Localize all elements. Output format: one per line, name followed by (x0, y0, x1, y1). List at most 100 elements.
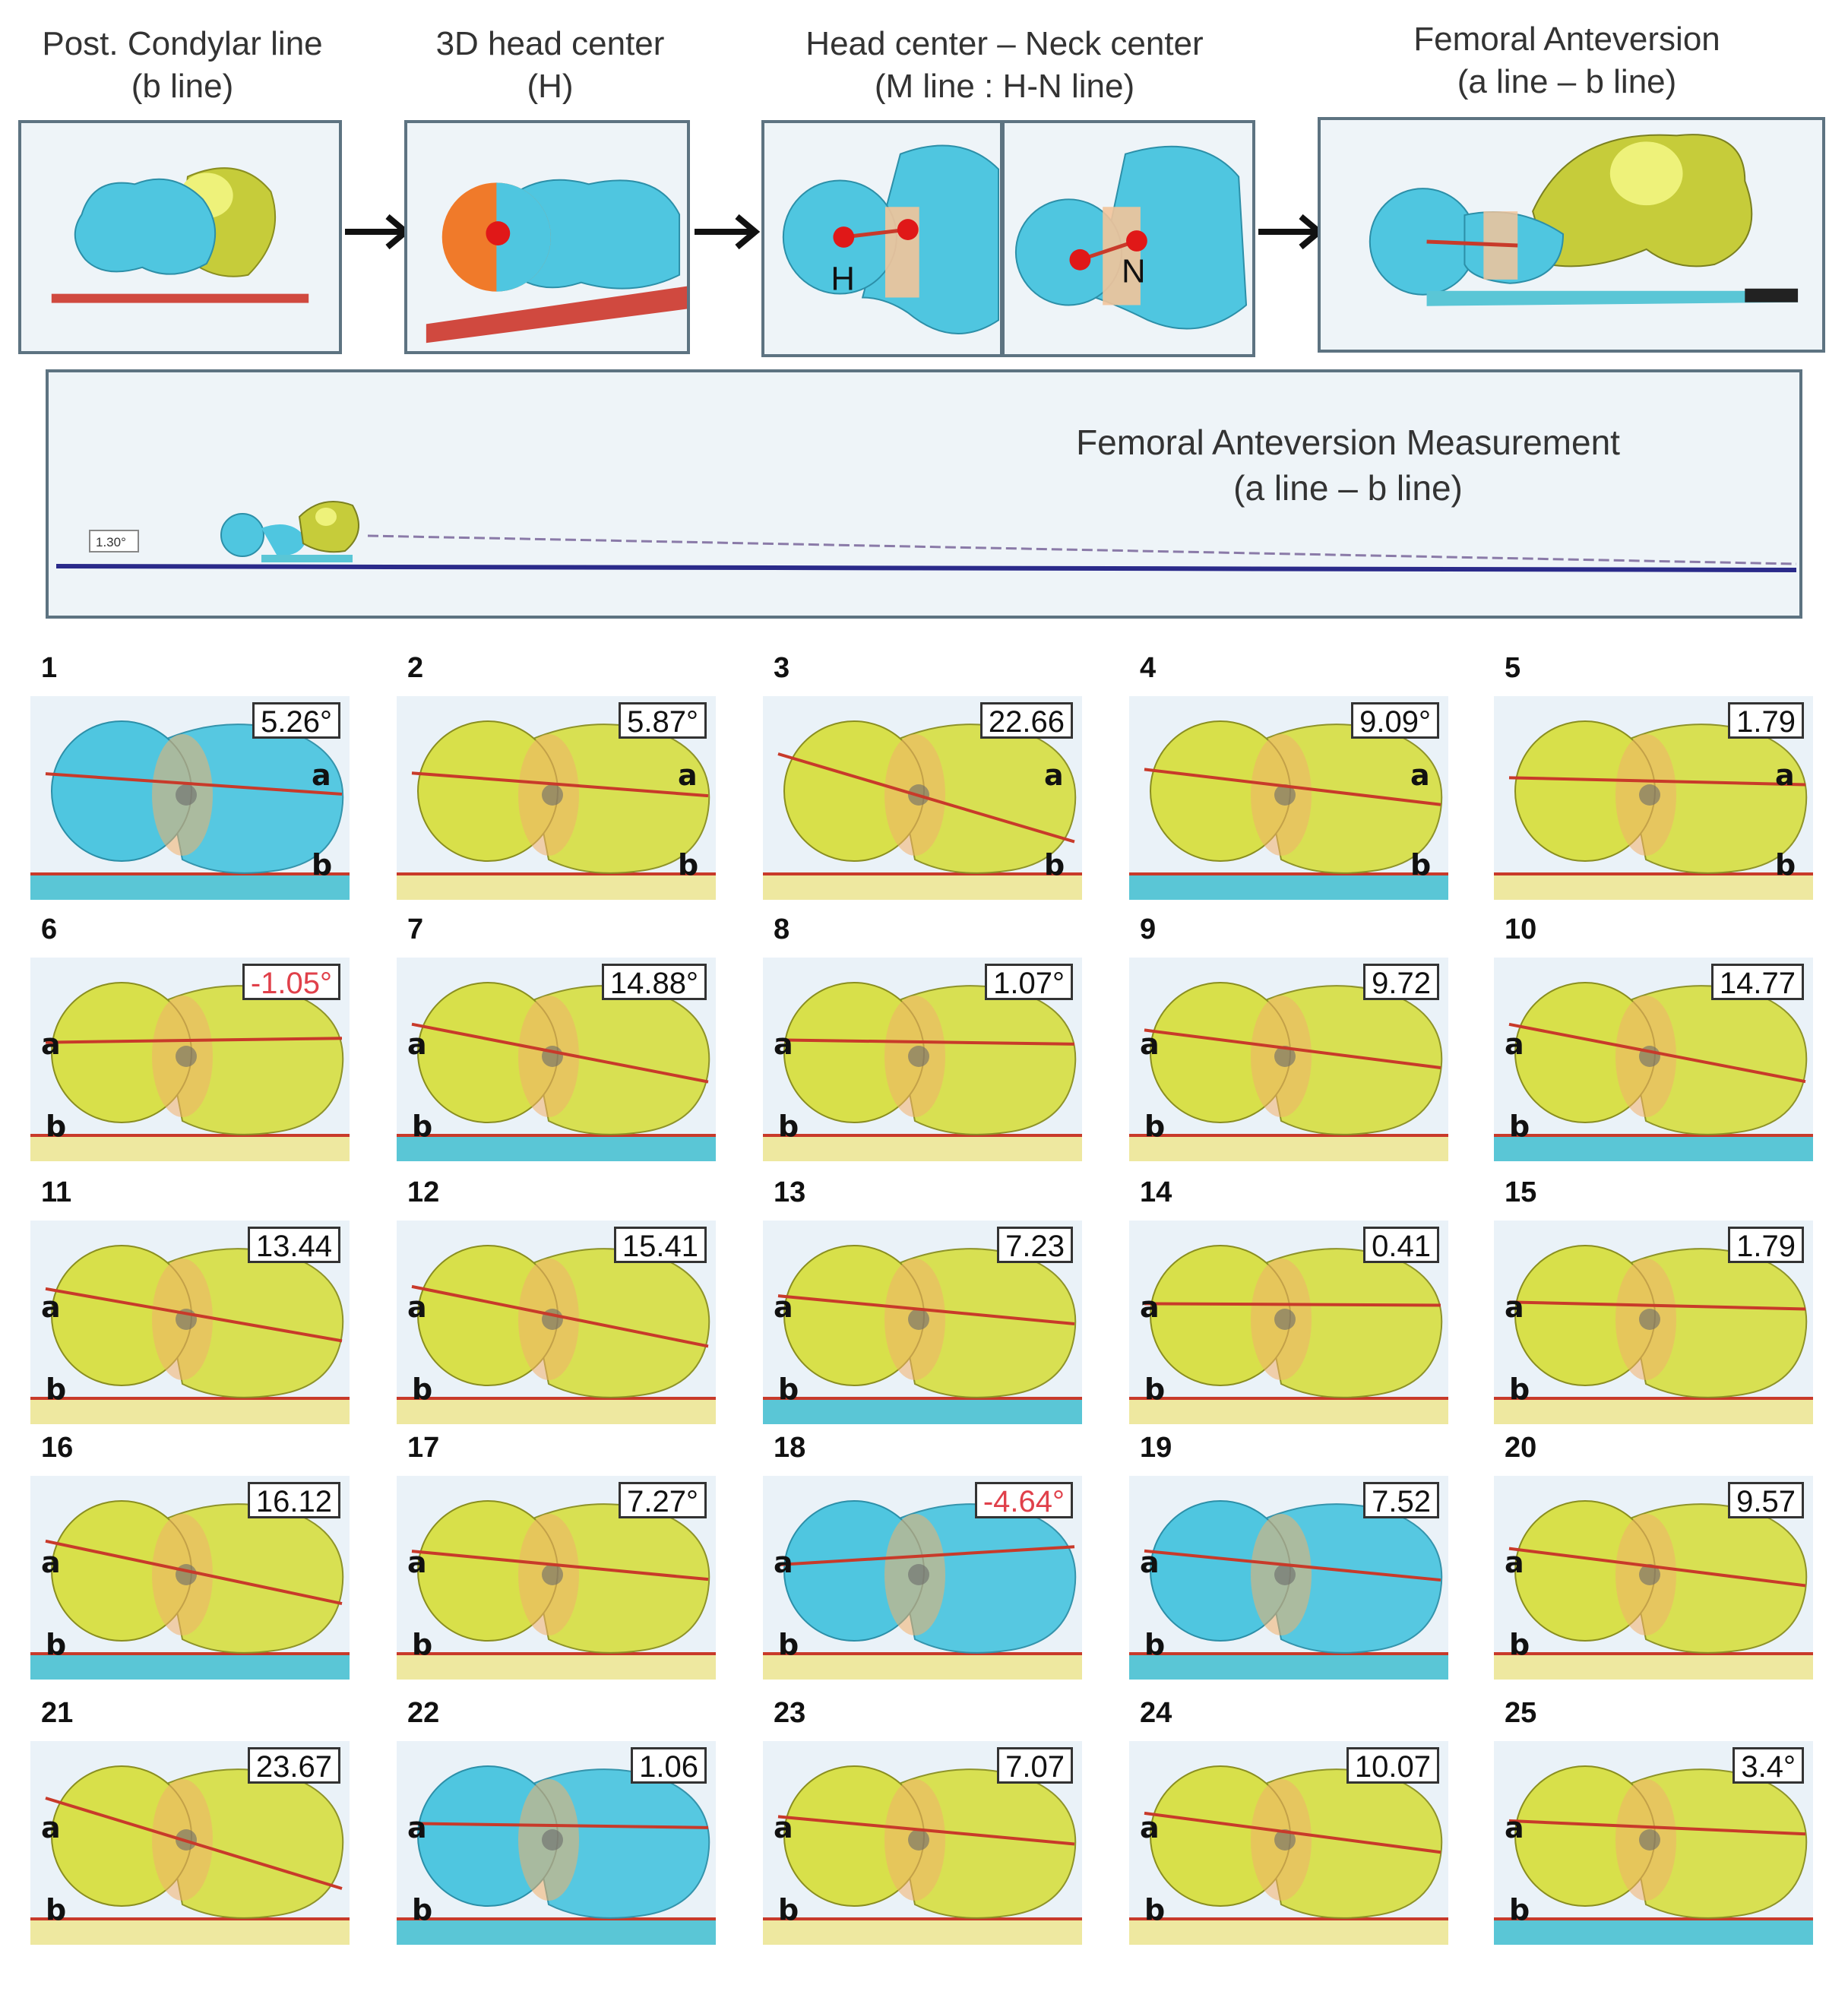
head-center-illustration (426, 179, 687, 344)
a-line-label: a (774, 1811, 793, 1844)
femur-illustration (763, 982, 1082, 1161)
b-line-label: b (1144, 1110, 1166, 1143)
panel-head-center (404, 120, 690, 354)
case-number: 5 (1505, 652, 1521, 684)
step-4-subtitle: (a line – b line) (1457, 63, 1677, 100)
b-line-label: b (412, 1110, 433, 1143)
femur-illustration (763, 1500, 1082, 1680)
head-center-label: H (831, 261, 855, 298)
b-line-label: b (1410, 848, 1432, 882)
neck-n-illustration: N (1014, 145, 1248, 330)
case-number: 22 (407, 1697, 440, 1729)
case-number: 7 (407, 913, 424, 945)
b-line-label: b (1509, 1628, 1530, 1661)
femur-illustration (1129, 720, 1448, 900)
femur-illustration (1494, 982, 1813, 1161)
a-line-label: a (41, 1811, 61, 1844)
anteversion-angle-value: 22.66 (979, 702, 1073, 739)
a-line-label: a (678, 758, 698, 792)
femur-render (1129, 958, 1448, 1161)
case-number: 9 (1140, 913, 1157, 945)
anteversion-angle-value: 13.44 (247, 1227, 340, 1263)
case-number: 6 (41, 913, 58, 945)
measurement-subtitle-text: (a line – b line) (1233, 468, 1463, 508)
case-number: 2 (407, 652, 424, 684)
a-line-label: a (1410, 758, 1430, 792)
anteversion-angle-value: 1.06 (631, 1747, 707, 1784)
b-line-label: b (1509, 1373, 1530, 1406)
femur-illustration (397, 720, 716, 900)
step-1-subtitle: (b line) (131, 68, 234, 105)
b-line-label: b (778, 1110, 799, 1143)
step-title-3: Head center – Neck center (M line : H-N … (769, 23, 1240, 108)
a-line-label: a (1140, 1811, 1160, 1844)
anteversion-angle-value: 7.52 (1363, 1482, 1439, 1518)
femur-illustration (397, 1500, 716, 1680)
femur-illustration (1129, 1245, 1448, 1424)
b-line-label: b (1144, 1373, 1166, 1406)
case-number: 10 (1505, 913, 1537, 945)
a-line-label: a (407, 1811, 427, 1844)
case-number: 15 (1505, 1176, 1537, 1208)
case-number: 8 (774, 913, 790, 945)
b-line-label: b (1509, 1893, 1530, 1927)
case-number: 12 (407, 1176, 440, 1208)
femur-illustration (30, 1500, 350, 1680)
anteversion-angle-value: 9.57 (1728, 1482, 1804, 1518)
anteversion-angle-value: 7.23 (997, 1227, 1073, 1263)
a-line-label: a (774, 1546, 793, 1579)
panel-femoral-anteversion (1318, 117, 1825, 353)
femur-render (397, 1221, 716, 1424)
step-4-title: Femoral Anteversion (1413, 21, 1720, 58)
b-line-label: b (46, 1893, 67, 1927)
step-3-title: Head center – Neck center (805, 25, 1204, 62)
neck-center-label: N (1122, 253, 1146, 290)
femur-illustration (397, 1765, 716, 1945)
femur-render (1494, 958, 1813, 1161)
femur-render (30, 1476, 350, 1680)
measurement-title: Femoral Anteversion Measurement (a line … (930, 420, 1766, 511)
b-line-label: b (1509, 1110, 1530, 1143)
anteversion-angle-value: 15.41 (613, 1227, 707, 1263)
a-line-label: a (774, 1290, 793, 1324)
femur-illustration (397, 1245, 716, 1424)
anteversion-angle-value: 9.72 (1363, 964, 1439, 1000)
femur-render (763, 958, 1082, 1161)
a-line-label: a (1140, 1290, 1160, 1324)
condylar-illustration (51, 167, 309, 303)
measurement-panel: 1.30° Femoral Anteversion Measurement (a… (46, 369, 1802, 619)
femur-illustration (1494, 720, 1813, 900)
femur-illustration (1494, 1500, 1813, 1680)
a-line-label: a (407, 1027, 427, 1061)
a-line-label: a (774, 1027, 793, 1061)
panel-neck-n: N (1002, 120, 1255, 357)
anteversion-angle-value: 7.07 (997, 1747, 1073, 1784)
b-line-label: b (678, 848, 699, 882)
case-number: 3 (774, 652, 790, 684)
a-line-label: a (407, 1546, 427, 1579)
femur-render (1494, 1221, 1813, 1424)
case-number: 19 (1140, 1432, 1172, 1464)
case-number: 20 (1505, 1432, 1537, 1464)
femur-render (30, 1741, 350, 1945)
case-number: 4 (1140, 652, 1157, 684)
femur-render (397, 696, 716, 900)
femur-render (1129, 1476, 1448, 1680)
anteversion-angle-value: 16.12 (247, 1482, 340, 1518)
anteversion-angle-value: 5.87° (619, 702, 707, 739)
a-line-label: a (1775, 758, 1795, 792)
anteversion-angle-value: 1.79 (1728, 702, 1804, 739)
step-title-2: 3D head center (H) (315, 23, 786, 108)
b-line-label: b (1144, 1893, 1166, 1927)
